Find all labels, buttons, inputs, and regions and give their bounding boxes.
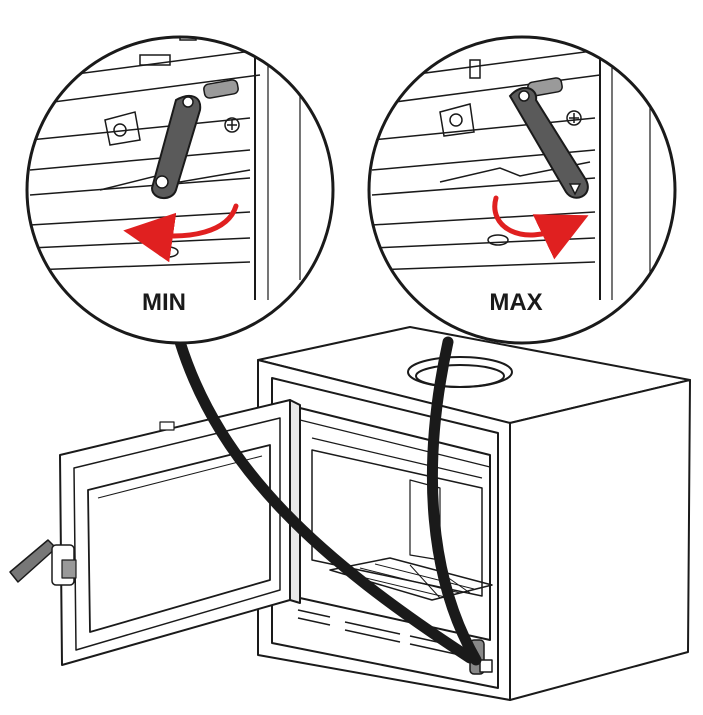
stove-right-face	[509, 379, 691, 701]
callout-leaders	[174, 336, 482, 666]
callout-max: MAX	[367, 35, 677, 345]
stove-body	[257, 326, 691, 701]
min-label: MIN	[142, 289, 186, 316]
min-damper-lever	[150, 79, 239, 199]
door-frame	[59, 399, 291, 666]
door-handle	[9, 539, 77, 586]
open-door	[9, 399, 301, 666]
min-rotation-arrow	[123, 203, 239, 263]
callout-min: MIN	[25, 35, 335, 345]
fire-grate	[329, 557, 493, 601]
max-rotation-arrow	[492, 195, 589, 260]
max-leader-line	[426, 336, 482, 666]
max-damper-lever	[508, 77, 589, 199]
min-leader-line	[174, 336, 476, 664]
door-glass	[87, 444, 271, 633]
max-label: MAX	[489, 289, 542, 316]
